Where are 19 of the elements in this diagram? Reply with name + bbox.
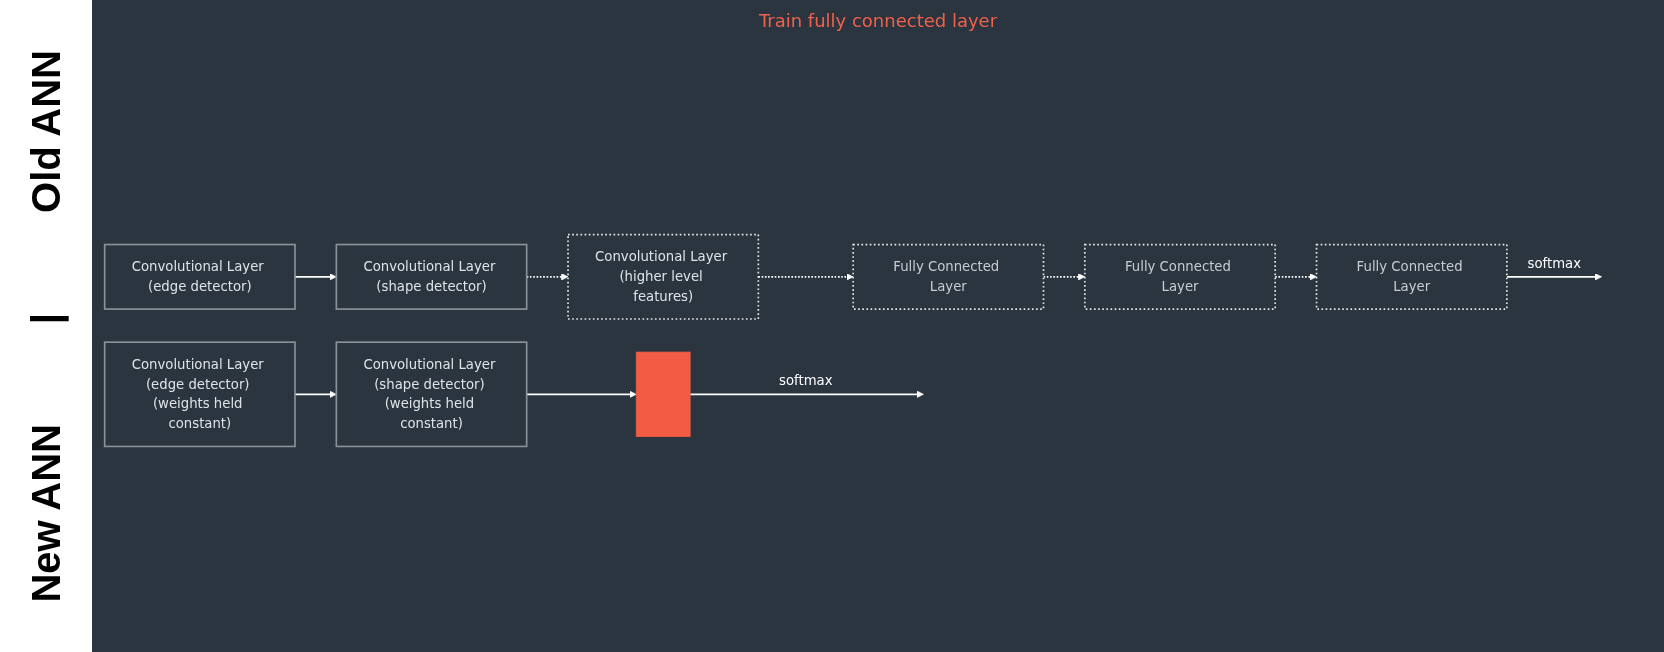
arrow (294, 273, 337, 281)
node-box: Convolutional Layer (edge detector) (103, 243, 296, 310)
row-title: New ANN (23, 423, 69, 603)
arrow (294, 390, 337, 398)
arrow (1506, 273, 1602, 281)
node-box: Convolutional Layer (higher level features) (567, 233, 760, 320)
node-bar (635, 351, 691, 437)
node-box: Fully Connected Layer (852, 243, 1045, 310)
node-box: Fully Connected Layer (1084, 243, 1276, 310)
edge-label: softmax (779, 372, 833, 389)
edge-label: softmax (1527, 255, 1581, 271)
row-title: Old ANN (23, 49, 69, 213)
node-box: Convolutional Layer (shape detector) (weights held constant) (335, 341, 528, 448)
node-box: Convolutional Layer (shape detector) (335, 243, 528, 310)
separator-mark: | (23, 312, 69, 324)
arrow (689, 390, 924, 398)
node-box: Convolutional Layer (edge detector) (weights held constant) (103, 341, 296, 448)
node-box: Fully Connected Layer (1315, 243, 1508, 310)
note-text: Train fully connected layer (758, 10, 998, 31)
